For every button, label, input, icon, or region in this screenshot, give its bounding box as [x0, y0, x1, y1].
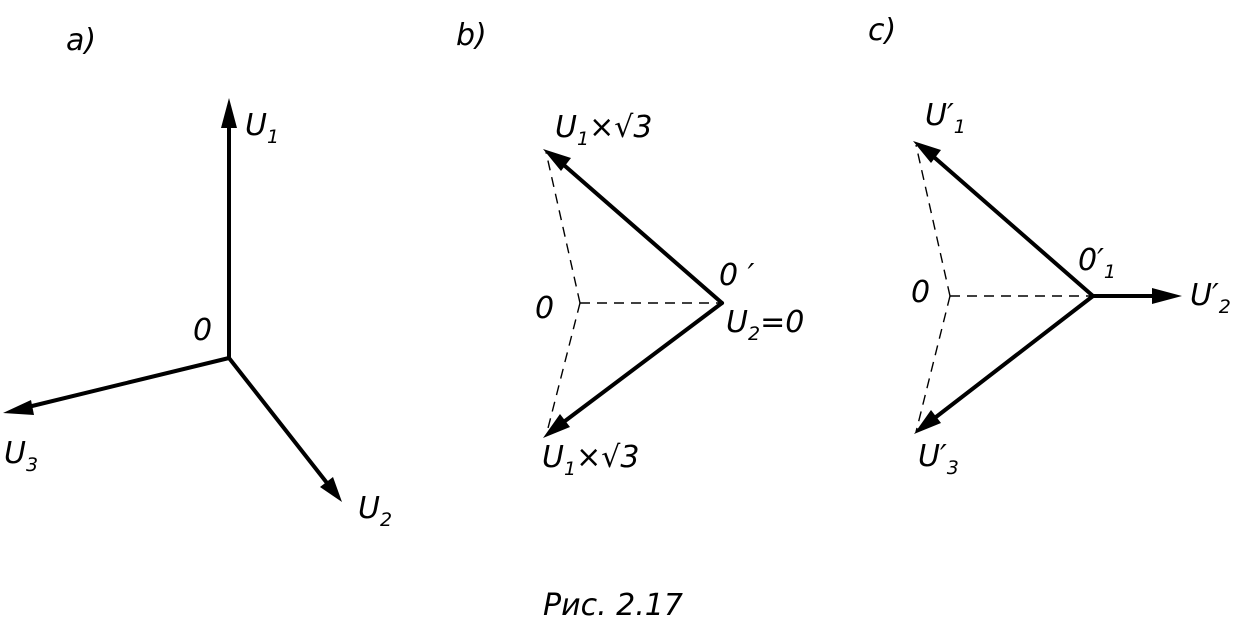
top-label-b: U1×√3 [555, 110, 652, 150]
vector-lower-b [563, 301, 724, 423]
vector-upper-b [563, 164, 724, 305]
u2-label-c: U′2 [1190, 278, 1231, 318]
origin-label-b: 0 [535, 291, 554, 326]
vector-u3-c [934, 294, 1095, 419]
vector-u1-c [933, 156, 1095, 298]
arrowhead-u1-a [221, 98, 237, 128]
dashed-lower-c [915, 295, 951, 433]
vector-u3-a [26, 356, 231, 409]
arrowhead-u1-c [913, 141, 941, 163]
u2-label-b: U2=0 [726, 305, 804, 345]
panel-a-label: a) [66, 23, 96, 58]
bottom-label-b: U1×√3 [542, 440, 639, 480]
panel-c-label: c) [868, 13, 896, 48]
u1-label-c: U′1 [925, 98, 966, 138]
panel-b-label: b) [456, 18, 487, 53]
origin-label-a: 0 [193, 313, 212, 348]
panel-a: 0 U1 U3 U2 [3, 98, 392, 531]
u1-label-a: U1 [245, 108, 279, 148]
origin-label-c: 0 [911, 275, 930, 310]
origin-shifted-label-c: 0′1 [1078, 243, 1116, 283]
arrowhead-u3-c [914, 410, 941, 434]
panel-b: 0 0 ′ U1×√3 U1×√3 U2=0 [535, 110, 804, 480]
u3-label-a: U3 [4, 436, 38, 476]
u3-label-c: U′3 [918, 439, 959, 479]
vector-u2-a [227, 356, 329, 485]
figure-caption: Рис. 2.17 [543, 588, 683, 623]
arrowhead-u3-a [3, 400, 34, 415]
dashed-lower-b [545, 302, 581, 437]
arrowhead-lower-b [543, 414, 570, 438]
origin-shifted-label-b: 0 ′ [719, 258, 755, 293]
panel-c: 0 0′1 U′1 U′2 U′3 [911, 98, 1231, 479]
arrowhead-upper-b [543, 149, 571, 171]
dashed-upper-b [545, 151, 581, 304]
dashed-upper-c [915, 144, 951, 297]
u2-label-a: U2 [358, 491, 392, 531]
arrowhead-u2-a [320, 477, 342, 502]
arrowhead-u2-c [1152, 288, 1182, 304]
